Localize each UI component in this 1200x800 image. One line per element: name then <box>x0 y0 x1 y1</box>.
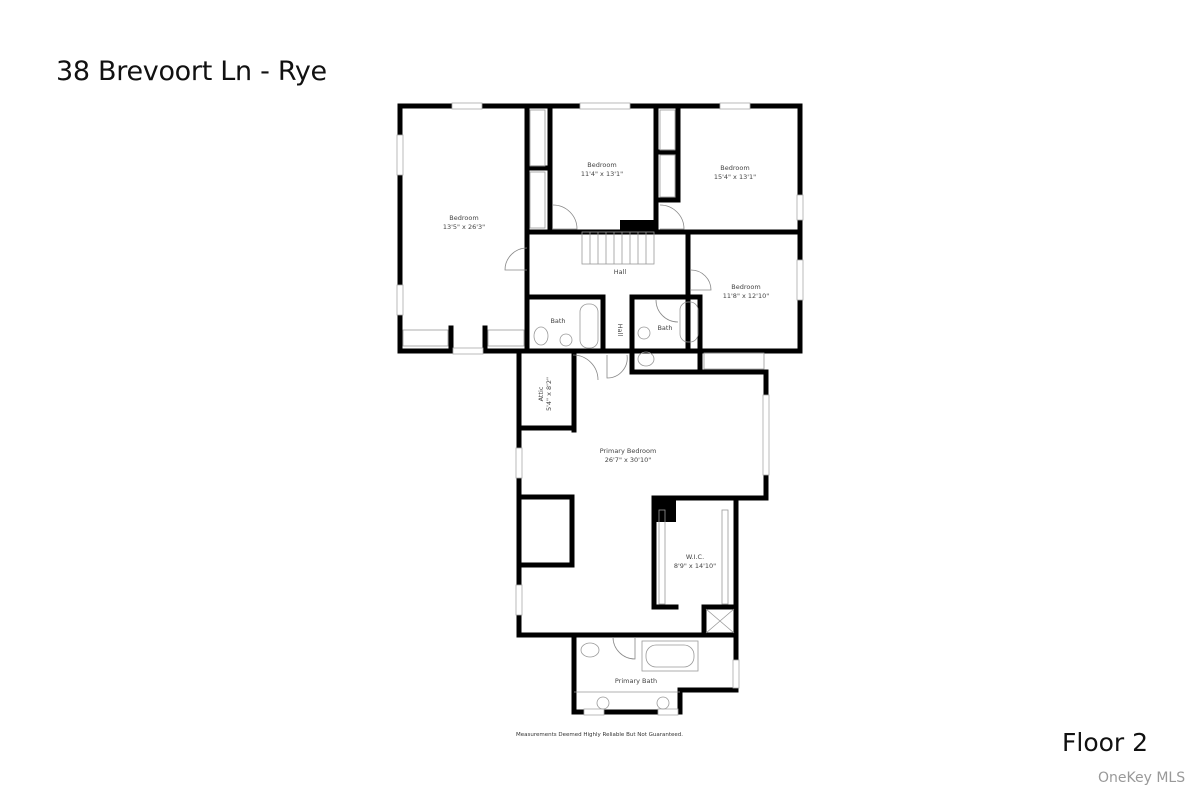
walls <box>397 103 803 715</box>
room-dims: 13'5" x 26'3" <box>443 223 485 231</box>
room-dims: 26'7" x 30'10" <box>605 456 651 464</box>
room-name: Bedroom <box>731 283 760 291</box>
room-dims: 5'4" x 8'2" <box>545 377 553 411</box>
doors <box>504 204 712 660</box>
room-name: Primary Bath <box>615 677 657 685</box>
room-name: Hall <box>614 268 627 276</box>
fixtures <box>402 109 765 710</box>
room-name: Attic <box>537 386 545 401</box>
room-name: Hall <box>616 324 624 337</box>
room-name: Bath <box>657 324 672 332</box>
room-name: Bedroom <box>587 161 616 169</box>
room-dims: 15'4" x 13'1" <box>714 173 756 181</box>
room-dims: 11'4" x 13'1" <box>581 170 623 178</box>
room-dims: 11'8" x 12'10" <box>723 292 769 300</box>
property-title: 38 Brevoort Ln - Rye <box>56 56 327 87</box>
room-name: Bedroom <box>449 214 478 222</box>
windows <box>396 102 804 716</box>
staircase <box>581 231 655 265</box>
room-name: Bedroom <box>720 164 749 172</box>
room-name: W.I.C. <box>686 553 704 561</box>
watermark: OneKey MLS <box>1098 770 1186 786</box>
room-labels: Bedroom 13'5" x 26'3" Bedroom 11'4" x 13… <box>443 161 769 685</box>
room-name: Primary Bedroom <box>600 447 657 455</box>
disclaimer: Measurements Deemed Highly Reliable But … <box>516 732 684 738</box>
room-dims: 8'9" x 14'10" <box>674 562 716 570</box>
floor-label: Floor 2 <box>1062 728 1149 757</box>
room-name: Bath <box>550 317 565 325</box>
